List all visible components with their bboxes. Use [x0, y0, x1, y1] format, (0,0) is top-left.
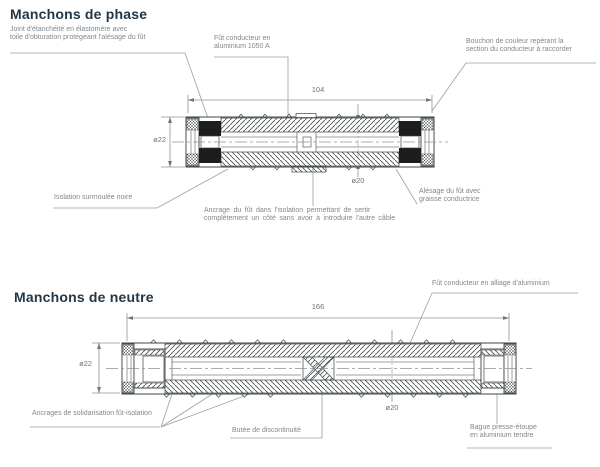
dim-phase-bore-diameter: ø20	[351, 176, 365, 185]
label-isolation-surmoulee: Isolation surmoulée noire	[54, 194, 133, 201]
neutre-sleeve	[106, 339, 532, 398]
label-bouchon-couleur: Bouchon de couleur repérant la section d…	[466, 38, 572, 53]
phase-drawing	[10, 52, 596, 209]
label-butee-discontinuite: Butée de discontinuité	[232, 427, 301, 434]
label-bague-presse-etoupe: Bague presse-étoupe en aluminium tendre	[470, 424, 537, 439]
phase-leader-lines	[10, 52, 596, 209]
phase-sleeve	[172, 113, 448, 173]
dim-neutre-length: 166	[311, 302, 325, 311]
label-alesage-fut: Alésage du fût avec graisse conductrice	[419, 188, 481, 203]
phase-color-plug	[399, 121, 421, 136]
dim-neutre-outer-diameter: ø22	[79, 359, 92, 368]
dim-phase-outer-diameter: ø22	[153, 135, 166, 144]
phase-elastomer-seal	[199, 121, 221, 136]
label-fut-conducteur: Fût conducteur en aluminium 1050 A	[214, 35, 271, 50]
neutre-drawing	[30, 292, 578, 449]
label-fut-alliage: Fût conducteur en alliage d'aluminium	[432, 280, 550, 287]
dim-phase-length: 104	[311, 85, 325, 94]
neutre-leader-lines	[30, 292, 578, 449]
dim-neutre-bore-diameter: ø20	[385, 403, 399, 412]
label-ancrage-fut: Ancrage du fût dans l'isolation permetta…	[204, 207, 396, 222]
label-ancrages-solidarisation: Ancrages de solidarisation fût-isolation	[32, 410, 152, 417]
neutre-section-title: Manchons de neutre	[14, 289, 154, 305]
label-joint-etancheite: Joint d'étanchéité en élastomère avec to…	[10, 26, 146, 41]
phase-section-title: Manchons de phase	[10, 6, 148, 22]
phase-dimension-lines	[161, 95, 433, 177]
